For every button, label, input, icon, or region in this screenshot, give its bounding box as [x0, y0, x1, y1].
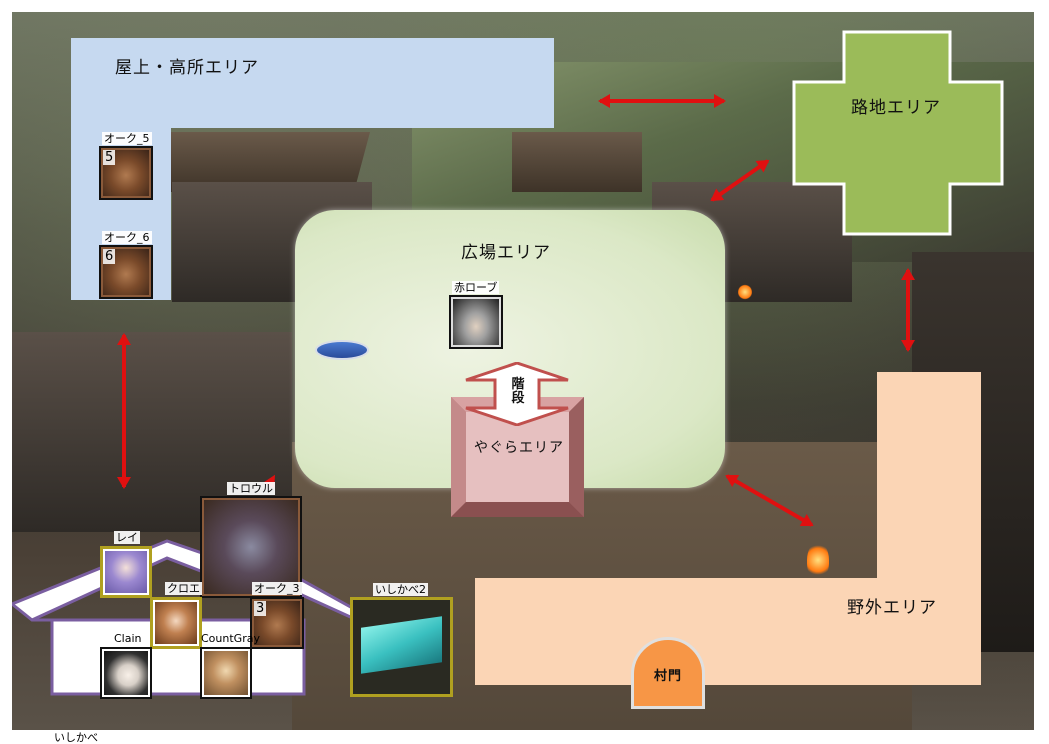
arrow-alley-outside [906, 270, 910, 350]
token-red-robe-name: 赤ローブ [452, 281, 500, 294]
token-rei[interactable] [100, 546, 152, 598]
token-countgray[interactable] [200, 647, 252, 699]
bottom-ishikabe-label: いしかべ [54, 731, 98, 744]
well-icon [315, 340, 369, 360]
token-kuroe[interactable] [150, 597, 202, 649]
character-portrait-icon [204, 651, 248, 695]
token-troll[interactable] [200, 496, 302, 598]
outside-area-zone[interactable] [877, 372, 981, 578]
rooftop-area-label: 屋上・高所エリア [115, 58, 259, 78]
building-roof [512, 132, 642, 192]
token-clain-name: Clain [114, 632, 142, 645]
tower-area-label: やぐらエリア [474, 440, 564, 456]
character-portrait-icon [155, 602, 197, 644]
token-orc-3[interactable]: 3 [250, 597, 304, 649]
token-ishikabe-2-name: いしかべ2 [373, 583, 428, 596]
token-orc-5-name: オーク_5 [102, 132, 152, 145]
campfire-icon [738, 284, 752, 300]
token-number: 5 [103, 150, 116, 165]
character-portrait-icon [105, 551, 147, 593]
token-red-robe[interactable] [449, 295, 503, 349]
arrow-rooftop-alley [598, 94, 726, 108]
village-gate[interactable] [631, 637, 705, 709]
character-portrait-icon [104, 651, 148, 695]
plaza-area-label: 広場エリア [461, 243, 551, 263]
token-orc-6[interactable]: 6 [99, 245, 153, 299]
token-kuroe-name: クロエ [165, 582, 202, 595]
token-troll-name: トロウル [227, 482, 275, 495]
token-orc-6-name: オーク_6 [102, 231, 152, 244]
rooftop-area-zone[interactable] [71, 38, 554, 128]
token-rei-name: レイ [114, 531, 140, 544]
token-countgray-name: CountGray [201, 632, 260, 645]
hooded-figure-portrait-icon [453, 299, 499, 345]
token-number: 3 [254, 601, 267, 616]
token-orc-3-name: オーク_3 [252, 582, 302, 595]
troll-portrait-icon [204, 500, 298, 594]
stairs-arrow[interactable] [465, 361, 569, 427]
village-gate-label: 村門 [654, 669, 683, 684]
outside-area-zone-bottom[interactable] [475, 578, 981, 685]
campfire-icon [807, 542, 829, 578]
alley-area-label: 路地エリア [851, 98, 941, 118]
outside-area-label: 野外エリア [847, 598, 937, 618]
stone-wall-icon [361, 616, 442, 674]
token-number: 6 [103, 249, 116, 264]
token-orc-5[interactable]: 5 [99, 146, 153, 200]
arrow-rooftop-house [122, 335, 126, 487]
stairs-label: 階段 [511, 377, 525, 406]
alley-area-zone[interactable] [792, 30, 1004, 236]
token-clain[interactable] [100, 647, 152, 699]
token-ishikabe-2[interactable] [350, 597, 453, 697]
